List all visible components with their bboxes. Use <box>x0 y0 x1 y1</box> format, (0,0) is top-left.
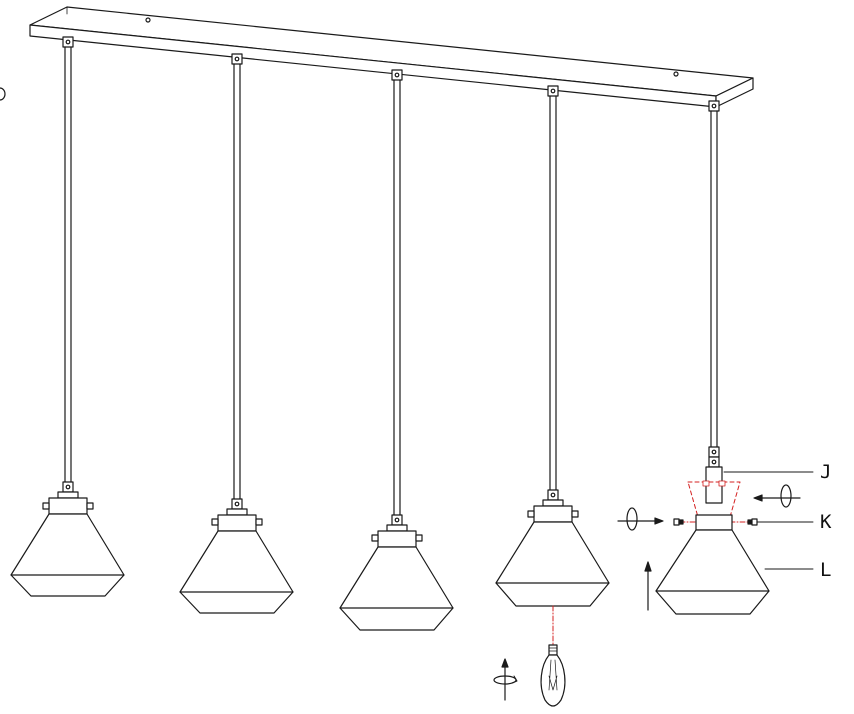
lamp-shade <box>495 521 610 607</box>
push-rotate-arrow-right-icon <box>753 484 801 508</box>
part-label-J: J <box>820 461 832 483</box>
mount-hole <box>673 71 679 77</box>
lamp-shade <box>339 546 454 631</box>
shade-collar <box>695 514 733 531</box>
screw-K-right <box>747 518 758 526</box>
rotate-arrow-icon <box>493 658 518 701</box>
cable-grip <box>708 100 720 112</box>
light-bulb <box>540 644 566 707</box>
pendant-3 <box>339 69 454 631</box>
pendant-2 <box>179 53 294 614</box>
mount-hole <box>145 17 151 23</box>
screw-K-left <box>673 518 684 526</box>
lamp-shade <box>10 513 125 597</box>
lamp-shade-L <box>655 529 770 615</box>
lift-arrow-icon <box>644 561 652 611</box>
cable-grip <box>231 53 243 65</box>
lamp-shade <box>179 530 294 614</box>
push-rotate-arrow-left-icon <box>617 507 664 531</box>
pendant-4 <box>493 85 610 707</box>
lamp-holder <box>48 497 88 515</box>
pendant-5 <box>617 100 814 615</box>
cable-grip <box>391 69 403 81</box>
cable-grip <box>62 36 74 48</box>
cropped-part <box>0 87 6 101</box>
part-label-K: K <box>820 511 832 533</box>
lamp-holder <box>533 505 573 523</box>
ceiling-canopy-bar <box>29 6 754 108</box>
part-label-L: L <box>820 559 832 581</box>
lamp-holder <box>377 530 417 548</box>
lamp-holder <box>217 514 257 532</box>
cable-grip <box>547 85 559 97</box>
pendant-1 <box>10 36 125 597</box>
